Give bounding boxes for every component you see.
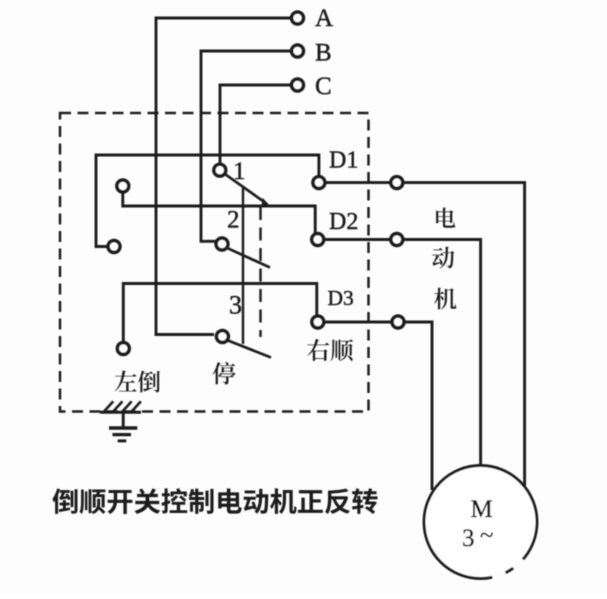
svg-text:C: C: [315, 73, 332, 100]
svg-text:A: A: [315, 5, 333, 32]
svg-text:D3: D3: [328, 286, 354, 310]
svg-text:1: 1: [233, 158, 246, 185]
svg-text:3: 3: [229, 291, 242, 320]
svg-text:~: ~: [480, 522, 494, 549]
svg-text:M: M: [471, 496, 493, 523]
svg-text:2: 2: [227, 207, 240, 234]
svg-text:B: B: [315, 40, 332, 67]
svg-text:D1: D1: [329, 148, 358, 174]
svg-text:D2: D2: [329, 209, 358, 235]
svg-text:3: 3: [462, 525, 475, 552]
